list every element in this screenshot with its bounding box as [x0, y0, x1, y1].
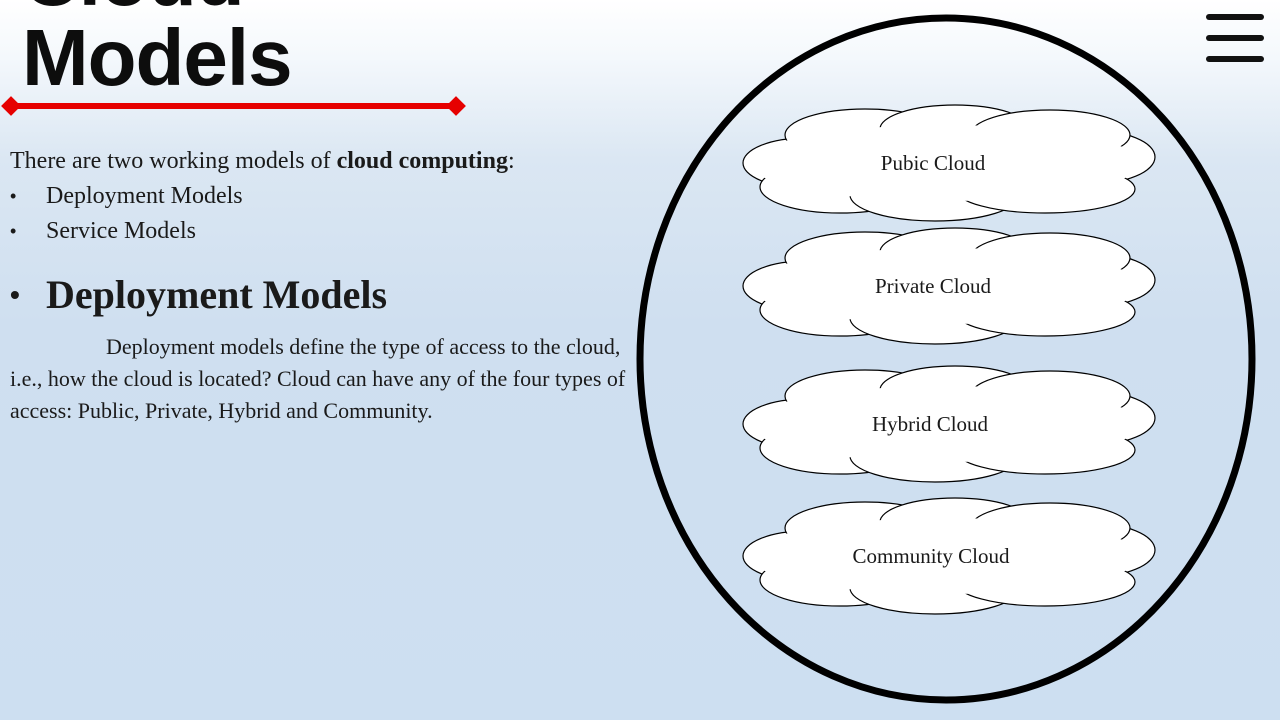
page-title: Cloud Models — [22, 0, 293, 102]
models-list: Deployment Models Service Models — [10, 179, 680, 249]
cloud-label-community: Community Cloud — [853, 544, 1010, 568]
cloud-label-public: Pubic Cloud — [881, 151, 986, 175]
hamburger-menu-icon[interactable] — [1206, 14, 1266, 64]
title-line-1: Cloud — [22, 0, 292, 18]
intro-bold: cloud computing — [336, 148, 508, 174]
list-item: Service Models — [10, 214, 680, 249]
cloud-label-hybrid: Hybrid Cloud — [872, 412, 989, 436]
menu-bar-bottom — [1206, 56, 1264, 62]
title-line-2: Models — [22, 13, 293, 102]
menu-bar-top — [1206, 14, 1264, 20]
cloud-hybrid: Hybrid Cloud — [742, 365, 1156, 483]
slide-content: There are two working models of cloud co… — [10, 145, 680, 427]
intro-text: There are two working models of cloud co… — [10, 145, 680, 177]
menu-bar-middle — [1206, 35, 1264, 41]
section-heading: Deployment Models — [10, 265, 680, 325]
intro-prefix: There are two working models of — [10, 148, 337, 174]
cloud-public: Pubic Cloud — [742, 104, 1156, 222]
outer-oval — [636, 14, 1256, 704]
cloud-community: Community Cloud — [742, 497, 1156, 615]
list-item: Deployment Models — [10, 179, 680, 214]
section-paragraph: Deployment models define the type of acc… — [10, 334, 626, 423]
intro-suffix: : — [507, 148, 515, 174]
cloud-label-private: Private Cloud — [875, 274, 992, 298]
title-underline — [12, 103, 456, 109]
cloud-private: Private Cloud — [742, 227, 1156, 345]
